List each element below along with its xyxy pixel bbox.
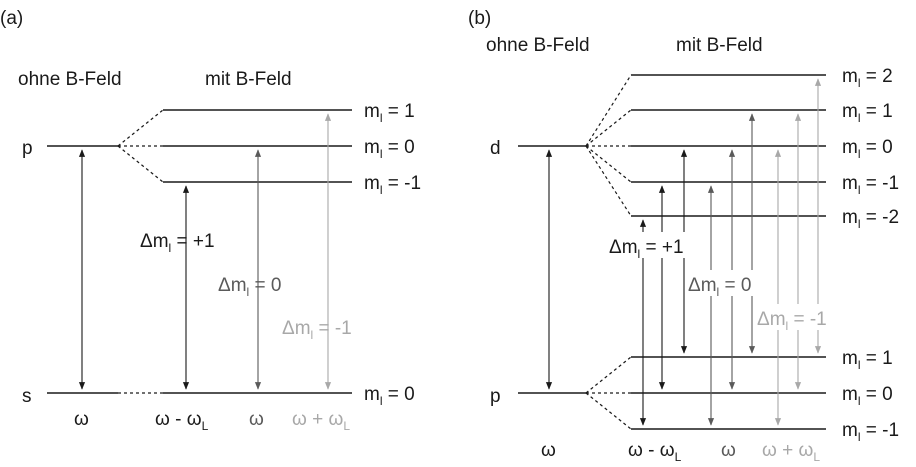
panel-a-header-field: mit B-Feld — [205, 69, 292, 90]
panel-a-delta-minus-label: Δml = -1 — [282, 318, 352, 342]
panel-a-upper-state-label: p — [22, 138, 33, 159]
panel-b-ml-label: ml = -2 — [842, 207, 899, 231]
panel-b-ml-label: ml = -1 — [842, 420, 899, 444]
label-background — [686, 270, 754, 296]
panel-b-header-no-field: ohne B-Feld — [486, 35, 590, 56]
panel-b-split-connector — [585, 109, 632, 147]
panel-a-delta-zero-label: Δml = 0 — [218, 275, 281, 299]
panel-b-delta-minus-label-group: Δml = -1 — [755, 304, 841, 333]
panel-a-ml-label: ml = -1 — [364, 173, 421, 197]
panel-a-ml-label: ml = 0 — [364, 384, 415, 408]
panel-b-split-connector — [585, 145, 632, 183]
panel-b-ml-label: ml = 2 — [842, 66, 893, 90]
panel-b-omega-plus-label: ω + ωL — [762, 440, 820, 464]
panel-b-delta-zero-label-group: Δml = 0 — [686, 270, 754, 299]
panel-b-omega-minus-label: ω - ωL — [628, 440, 682, 464]
panel-a-omega-minus-label: ω - ωL — [155, 409, 209, 433]
panel-b-header-field: mit B-Feld — [676, 35, 763, 56]
panel-a-ml-label: ml = 0 — [364, 137, 415, 161]
panel-b-split-connector — [585, 74, 632, 147]
panel-a-tag: (a) — [0, 8, 23, 29]
label-background — [607, 232, 689, 258]
label-background — [755, 304, 841, 330]
panel-a-lower-state-label: s — [22, 386, 32, 407]
panel-b-split-connector — [585, 392, 632, 430]
panel-b-omega-label: ω — [541, 440, 556, 461]
panel-b-ml-label: ml = 1 — [842, 101, 893, 125]
panel-b-delta-minus-label: Δml = -1 — [757, 309, 827, 333]
panel-a-omega-mid-label: ω — [249, 409, 264, 430]
panel-b-delta-plus-label: Δml = +1 — [609, 237, 684, 261]
panel-b-tag: (b) — [468, 8, 491, 29]
panel-a-omega-label: ω — [74, 409, 89, 430]
panel-b-upper-state-label: d — [490, 138, 501, 159]
panel-a: (a) ohne B-Feld mit B-Feld p s ml = 1 ml… — [0, 8, 421, 433]
panel-b-ml-label: ml = 0 — [842, 137, 893, 161]
panel-b-delta-zero-label: Δml = 0 — [688, 275, 751, 299]
panel-b-ml-label: ml = 0 — [842, 384, 893, 408]
panel-b-ml-label: ml = -1 — [842, 173, 899, 197]
panel-a-ml-label: ml = 1 — [364, 101, 415, 125]
panel-a-split-connector — [117, 145, 164, 183]
panel-b-omega-mid-label: ω — [721, 440, 736, 461]
panel-b-split-connector — [585, 356, 632, 394]
panel-b-delta-plus-label-group: Δml = +1 — [607, 232, 689, 261]
panel-a-split-connector — [117, 109, 164, 147]
panel-b: (b) ohne B-Feld mit B-Feld d p ml = 2 ml… — [468, 8, 899, 464]
panel-a-omega-plus-label: ω + ωL — [292, 409, 350, 433]
panel-a-delta-plus-label: Δml = +1 — [140, 231, 215, 255]
panel-a-header-no-field: ohne B-Feld — [18, 69, 122, 90]
panel-b-lower-state-label: p — [490, 386, 501, 407]
panel-b-ml-label: ml = 1 — [842, 348, 893, 372]
panel-b-split-connector — [585, 145, 632, 217]
